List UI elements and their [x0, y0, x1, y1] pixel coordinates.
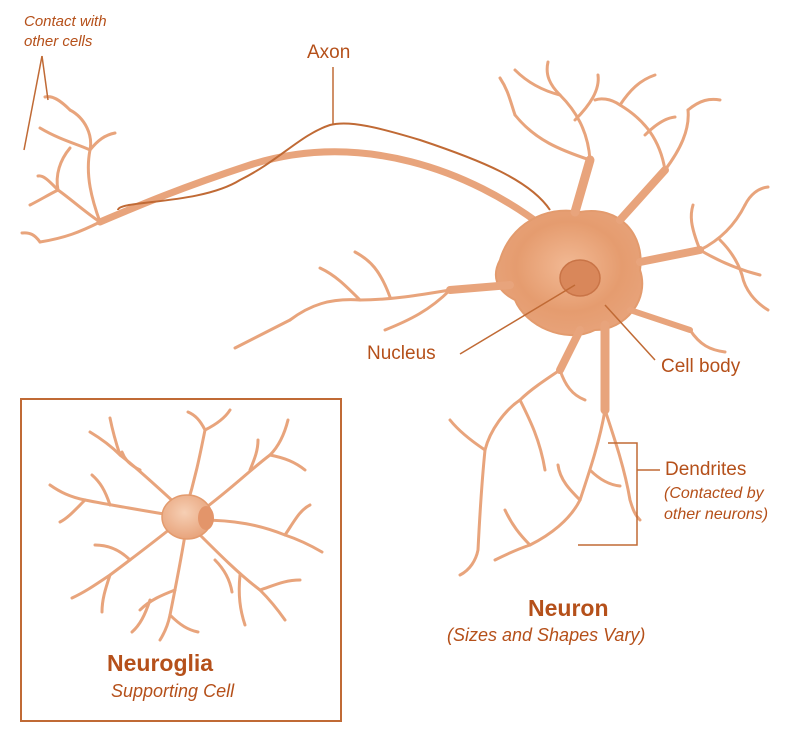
axon-bracket [117, 122, 551, 211]
dendrites-bracket [578, 442, 638, 546]
dendrites-bottom [448, 368, 642, 577]
contact-leader-2 [41, 55, 49, 101]
nucleus-leader [459, 284, 576, 355]
neuron-illustration [20, 60, 770, 577]
nucleus-shape [559, 259, 601, 297]
dendrites-right [688, 185, 770, 354]
contact-label-line2: other cells [24, 33, 93, 50]
nucleus-label: Nucleus [367, 343, 436, 364]
contact-leader-1 [23, 55, 43, 151]
contact-label-line1: Contact with [24, 13, 107, 30]
dendrites-top [498, 60, 722, 172]
dendrites-sublabel: (Contacted by other neurons) [664, 483, 768, 525]
axon-shaft [96, 148, 549, 232]
neuron-subtitle: (Sizes and Shapes Vary) [447, 625, 646, 645]
neuroglia-title: Neuroglia [107, 650, 214, 676]
axon-terminals [20, 95, 117, 244]
cell-body-leader [604, 304, 656, 361]
dendrites-sublabel-line1: (Contacted by [664, 485, 764, 502]
neuron-title: Neuron [528, 595, 609, 621]
dendrites-left [233, 250, 452, 350]
neuroglia-subtitle: Supporting Cell [111, 681, 235, 701]
cell-body-label: Cell body [661, 356, 741, 377]
axon-label: Axon [307, 42, 351, 63]
contact-label: Contact with other cells [24, 12, 107, 52]
neuroglia-frame [20, 398, 342, 722]
dendrites-sublabel-line2: other neurons) [664, 506, 769, 523]
dendrites-label: Dendrites [665, 459, 747, 480]
